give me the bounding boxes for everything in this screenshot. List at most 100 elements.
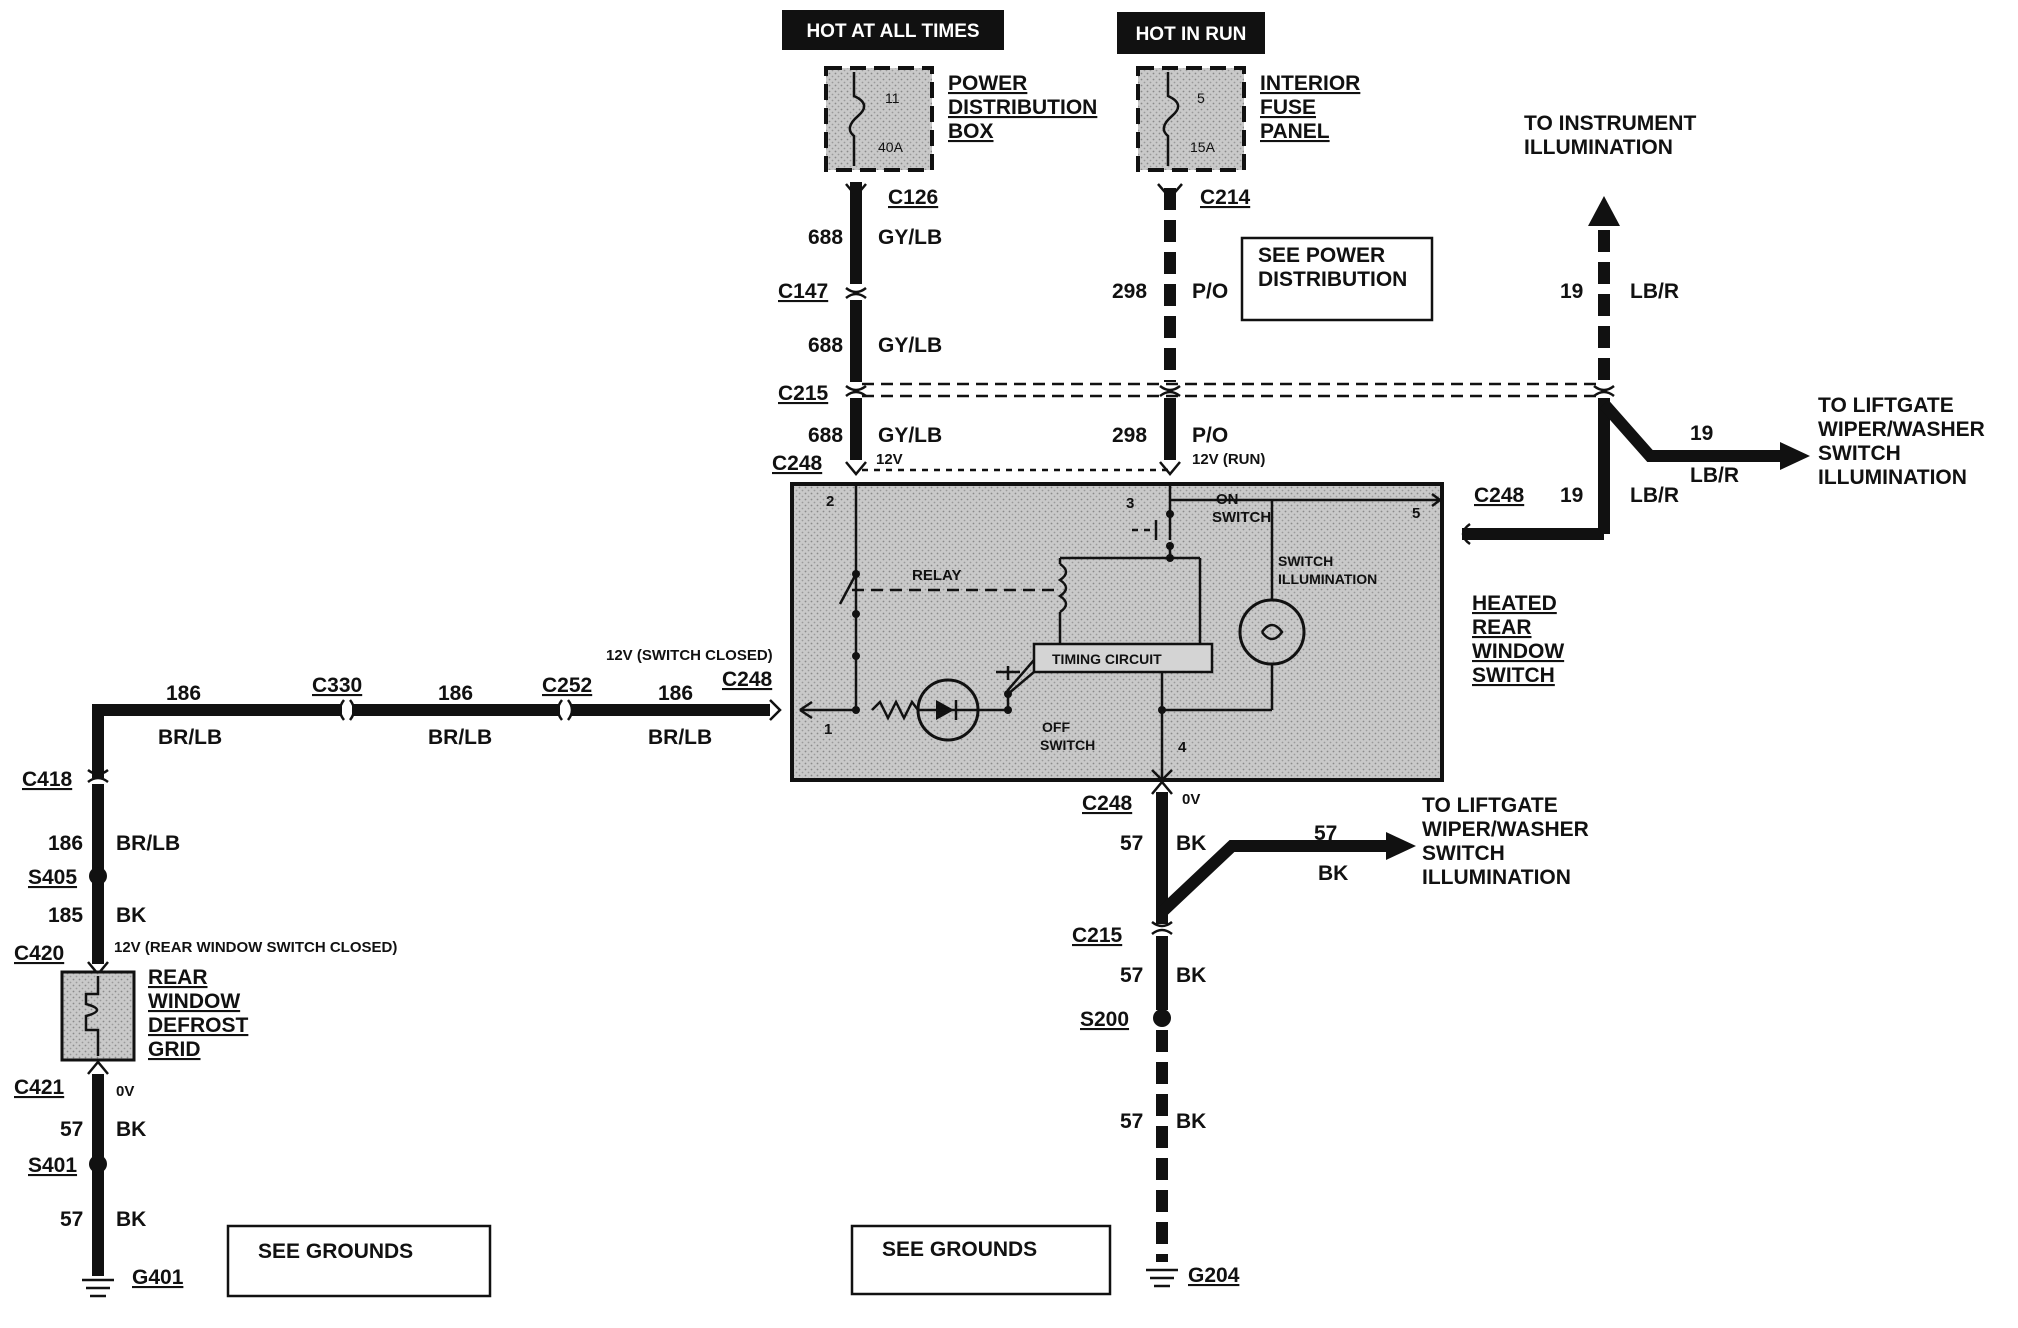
ifp-label-1: INTERIOR	[1260, 72, 1360, 95]
left-ground-path	[60, 784, 136, 1298]
wire-57-color-branch: BK	[1318, 862, 1348, 885]
see-grounds-box-right: SEE GROUNDS	[850, 1224, 1112, 1296]
to-liftgate-top-3: SWITCH	[1818, 442, 1901, 465]
wire-19-number-3: 19	[1690, 422, 1713, 445]
to-liftgate-bottom-4: ILLUMINATION	[1422, 866, 1571, 889]
connector-c248-right: C248	[1474, 484, 1525, 507]
wire-19-color-3: LB/R	[1690, 464, 1739, 487]
connector-c214: C214	[1200, 186, 1251, 209]
ifp-label-2: FUSE	[1260, 96, 1316, 119]
pdb-label-2: DISTRIBUTION	[948, 96, 1097, 119]
switch-name-1: HEATED	[1472, 592, 1557, 615]
voltage-12v: 12V	[876, 451, 903, 468]
switch-illum-label-2: ILLUMINATION	[1278, 571, 1377, 587]
pin-3: 3	[1126, 495, 1134, 512]
pin-2: 2	[826, 493, 834, 510]
middle-ground-path	[1146, 780, 1416, 1288]
svg-text:HOT IN RUN: HOT IN RUN	[1136, 24, 1247, 45]
power-distribution-box: 11 40A	[824, 66, 934, 172]
to-liftgate-top-4: ILLUMINATION	[1818, 466, 1967, 489]
wire-186-color-3: BR/LB	[648, 726, 712, 749]
wire-19-number-1: 19	[1560, 280, 1583, 303]
off-switch-label-2: SWITCH	[1040, 737, 1095, 753]
voltage-switch-closed: 12V (SWITCH CLOSED)	[606, 647, 773, 664]
wire-19-color-1: LB/R	[1630, 280, 1679, 303]
connector-c248-bottom: C248	[1082, 792, 1133, 815]
wire-57-color-mid-2: BK	[1176, 964, 1206, 987]
wire-19-number-2: 19	[1560, 484, 1583, 507]
ground-g401: G401	[132, 1266, 184, 1289]
interior-fuse-panel: 5 15A	[1136, 66, 1246, 172]
svg-text:5: 5	[1197, 90, 1205, 106]
wire-57-color-left-1: BK	[116, 1118, 146, 1141]
hot-at-all-times-header: HOT AT ALL TIMES	[782, 10, 1004, 50]
voltage-0v-middle: 0V	[1182, 791, 1200, 808]
connector-c421: C421	[14, 1076, 65, 1099]
splice-s401: S401	[28, 1154, 77, 1177]
wire-57-color-left-2: BK	[116, 1208, 146, 1231]
svg-text:HOT AT ALL TIMES: HOT AT ALL TIMES	[806, 21, 979, 42]
to-liftgate-top-1: TO LIFTGATE	[1818, 394, 1954, 417]
svg-text:40A: 40A	[878, 139, 904, 155]
to-instrument-illumination-1: TO INSTRUMENT	[1524, 112, 1696, 135]
wire-57-number-left-1: 57	[60, 1118, 83, 1141]
pin-1: 1	[824, 721, 832, 738]
see-power-distribution-box: SEE POWER DISTRIBUTION	[1240, 236, 1434, 322]
wire-688-color-2: GY/LB	[878, 334, 942, 357]
wire-57-number-branch: 57	[1314, 822, 1337, 845]
switch-illum-label-1: SWITCH	[1278, 553, 1333, 569]
hot-in-run-header: HOT IN RUN	[1117, 12, 1265, 54]
wire-298-color-1: P/O	[1192, 280, 1228, 303]
connector-c252: C252	[542, 674, 592, 697]
splice-s200: S200	[1080, 1008, 1129, 1031]
c215-connector-outline	[862, 382, 1600, 472]
timing-circuit-label: TIMING CIRCUIT	[1052, 651, 1162, 667]
circuit-298-wire	[1157, 183, 1183, 476]
svg-text:SEE GROUNDS: SEE GROUNDS	[882, 1238, 1037, 1261]
connector-c126: C126	[888, 186, 938, 209]
wire-186-number-3: 186	[658, 682, 693, 705]
grid-label-2: WINDOW	[148, 990, 240, 1013]
wire-688-number-3: 688	[808, 424, 843, 447]
circuit-19-wire	[1461, 196, 1810, 546]
grid-label-1: REAR	[148, 966, 208, 989]
wire-57-color-mid-3: BK	[1176, 1110, 1206, 1133]
wire-186-color-2: BR/LB	[428, 726, 492, 749]
to-liftgate-bottom-1: TO LIFTGATE	[1422, 794, 1558, 817]
switch-name-3: WINDOW	[1472, 640, 1564, 663]
wire-186-number-4: 186	[48, 832, 83, 855]
circuit-688-wire	[845, 182, 867, 476]
wire-185-number: 185	[48, 904, 83, 927]
svg-text:SEE POWER: SEE POWER	[1258, 244, 1385, 267]
svg-text:DISTRIBUTION: DISTRIBUTION	[1258, 268, 1407, 291]
wire-186-color-4: BR/LB	[116, 832, 180, 855]
wire-688-number-1: 688	[808, 226, 843, 249]
wire-57-number-mid-2: 57	[1120, 964, 1143, 987]
pdb-label-3: BOX	[948, 120, 994, 143]
svg-text:SEE GROUNDS: SEE GROUNDS	[258, 1240, 413, 1263]
circuit-186-wire	[87, 699, 782, 784]
to-liftgate-bottom-3: SWITCH	[1422, 842, 1505, 865]
off-switch-label-1: OFF	[1042, 719, 1070, 735]
on-switch-label-1: ON	[1216, 491, 1239, 508]
wire-57-number-left-2: 57	[60, 1208, 83, 1231]
connector-c418: C418	[22, 768, 73, 791]
to-liftgate-bottom-2: WIPER/WASHER	[1422, 818, 1589, 841]
see-grounds-box-left: SEE GROUNDS	[226, 1224, 492, 1298]
grid-label-4: GRID	[148, 1038, 201, 1061]
wire-298-number-1: 298	[1112, 280, 1147, 303]
wire-19-color-2: LB/R	[1630, 484, 1679, 507]
wire-688-number-2: 688	[808, 334, 843, 357]
splice-s405: S405	[28, 866, 77, 889]
connector-c147: C147	[778, 280, 828, 303]
wire-298-number-2: 298	[1112, 424, 1147, 447]
voltage-rear-closed: 12V (REAR WINDOW SWITCH CLOSED)	[114, 939, 397, 956]
on-switch-label-2: SWITCH	[1212, 509, 1271, 526]
pin-5: 5	[1412, 505, 1420, 522]
connector-c248-left: C248	[722, 668, 773, 691]
svg-text:15A: 15A	[1190, 139, 1216, 155]
connector-c330: C330	[312, 674, 362, 697]
relay-label: RELAY	[912, 567, 961, 584]
switch-name-4: SWITCH	[1472, 664, 1555, 687]
